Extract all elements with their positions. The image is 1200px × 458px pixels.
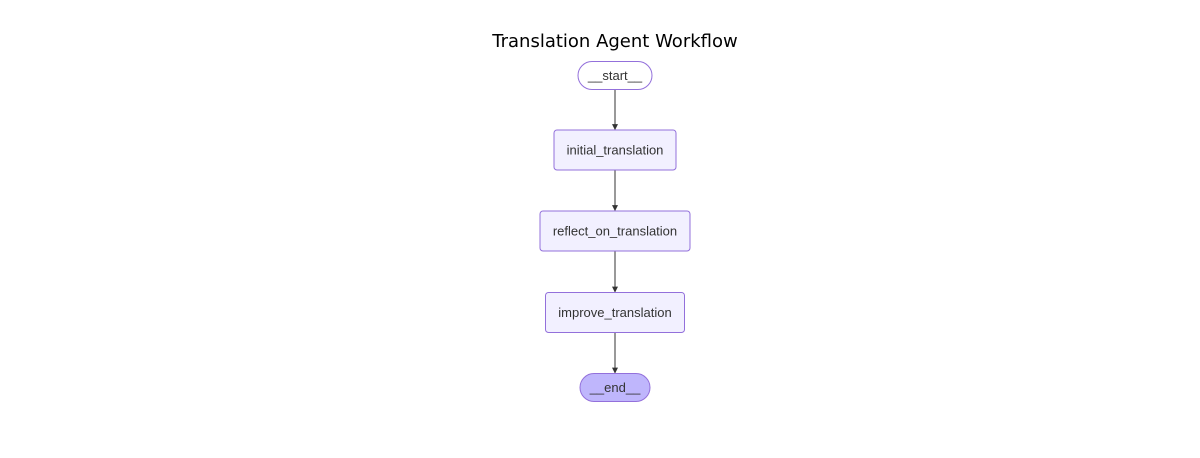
node-end: __end__	[579, 373, 651, 402]
node-box-start	[577, 61, 653, 90]
node-label-initial-translation: initial_translation	[567, 143, 664, 158]
node-label-end: __end__	[589, 380, 641, 395]
node-box-reflect-on-translation	[539, 210, 691, 252]
nodes-layer: __start__ initial_translation reflect_on_t…	[539, 61, 691, 402]
node-label-improve-translation: improve_translation	[558, 305, 671, 320]
node-reflect-on-translation: reflect_on_translation	[539, 210, 691, 252]
node-improve-translation: improve_translation	[545, 292, 685, 333]
node-initial-translation: initial_translation	[553, 129, 677, 171]
node-box-initial-translation	[553, 129, 677, 171]
node-label-start: __start__	[587, 68, 643, 83]
node-start: __start__	[577, 61, 653, 90]
node-box-improve-translation	[545, 292, 685, 333]
diagram-title: Translation Agent Workflow	[491, 31, 737, 52]
node-label-reflect-on-translation: reflect_on_translation	[553, 224, 677, 239]
node-box-end	[579, 373, 651, 402]
